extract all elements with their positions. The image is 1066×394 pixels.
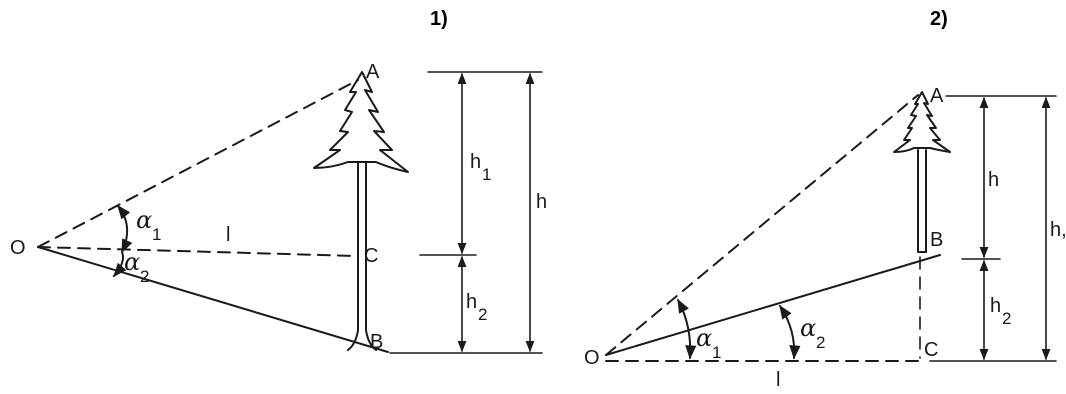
svg-text:1: 1: [712, 343, 721, 362]
label-distance-l: l: [776, 369, 780, 391]
horizontal-line-OC: [37, 246, 357, 257]
tree-trunk: [917, 149, 927, 253]
figure-2-number: 2): [930, 8, 948, 30]
sight-line-OA: [37, 79, 359, 248]
svg-text:h: h: [988, 169, 999, 191]
figure-1: 1) O A C B l α 1 α 2: [10, 8, 547, 354]
label-C: C: [364, 245, 378, 267]
svg-text:2: 2: [816, 333, 825, 352]
label-h2: h 2: [466, 291, 487, 324]
figure-1-number: 1): [430, 8, 448, 30]
label-h-total: h,: [1050, 219, 1066, 241]
label-h1: h 1: [470, 151, 491, 184]
tree-crown: [313, 71, 409, 173]
svg-text:1: 1: [152, 225, 161, 244]
label-h: h: [988, 169, 999, 191]
tree-trunk: [347, 161, 377, 351]
label-A: A: [366, 61, 380, 83]
label-O: O: [10, 237, 26, 259]
svg-text:α: α: [124, 248, 140, 276]
sight-line-OB: [37, 246, 389, 353]
sight-line-OB: [605, 254, 941, 356]
tree-icon: [313, 71, 409, 351]
label-C: C: [924, 339, 938, 361]
label-A: A: [930, 85, 944, 107]
svg-text:h: h: [466, 291, 477, 313]
label-alpha2: α 2: [124, 248, 149, 286]
label-alpha2: α 2: [800, 314, 825, 352]
svg-text:2: 2: [140, 267, 149, 286]
label-h: h: [536, 191, 547, 213]
label-distance-l: l: [226, 224, 230, 246]
svg-text:2: 2: [1002, 309, 1011, 328]
svg-text:2: 2: [478, 305, 487, 324]
angle-arc-alpha2: [113, 251, 127, 278]
label-alpha1: α 1: [136, 206, 161, 244]
angle-arc-alpha2: [779, 304, 801, 360]
label-alpha1: α 1: [696, 324, 721, 362]
svg-text:h: h: [470, 151, 481, 173]
svg-text:h: h: [990, 295, 1001, 317]
angle-arc-alpha1: [117, 204, 133, 254]
svg-text:α: α: [800, 314, 816, 342]
sight-line-OA: [605, 94, 919, 356]
tree-icon: [893, 91, 951, 253]
angle-arc-alpha1: [677, 298, 697, 360]
svg-text:1: 1: [482, 165, 491, 184]
svg-text:α: α: [696, 324, 712, 352]
label-B: B: [370, 331, 383, 353]
tree-crown: [893, 91, 951, 153]
svg-text:α: α: [136, 206, 152, 234]
label-B: B: [930, 229, 943, 251]
figure-2: 2) O A B C l α 1 α 2: [584, 8, 1066, 391]
label-O: O: [584, 347, 600, 369]
label-h2: h 2: [990, 295, 1011, 328]
